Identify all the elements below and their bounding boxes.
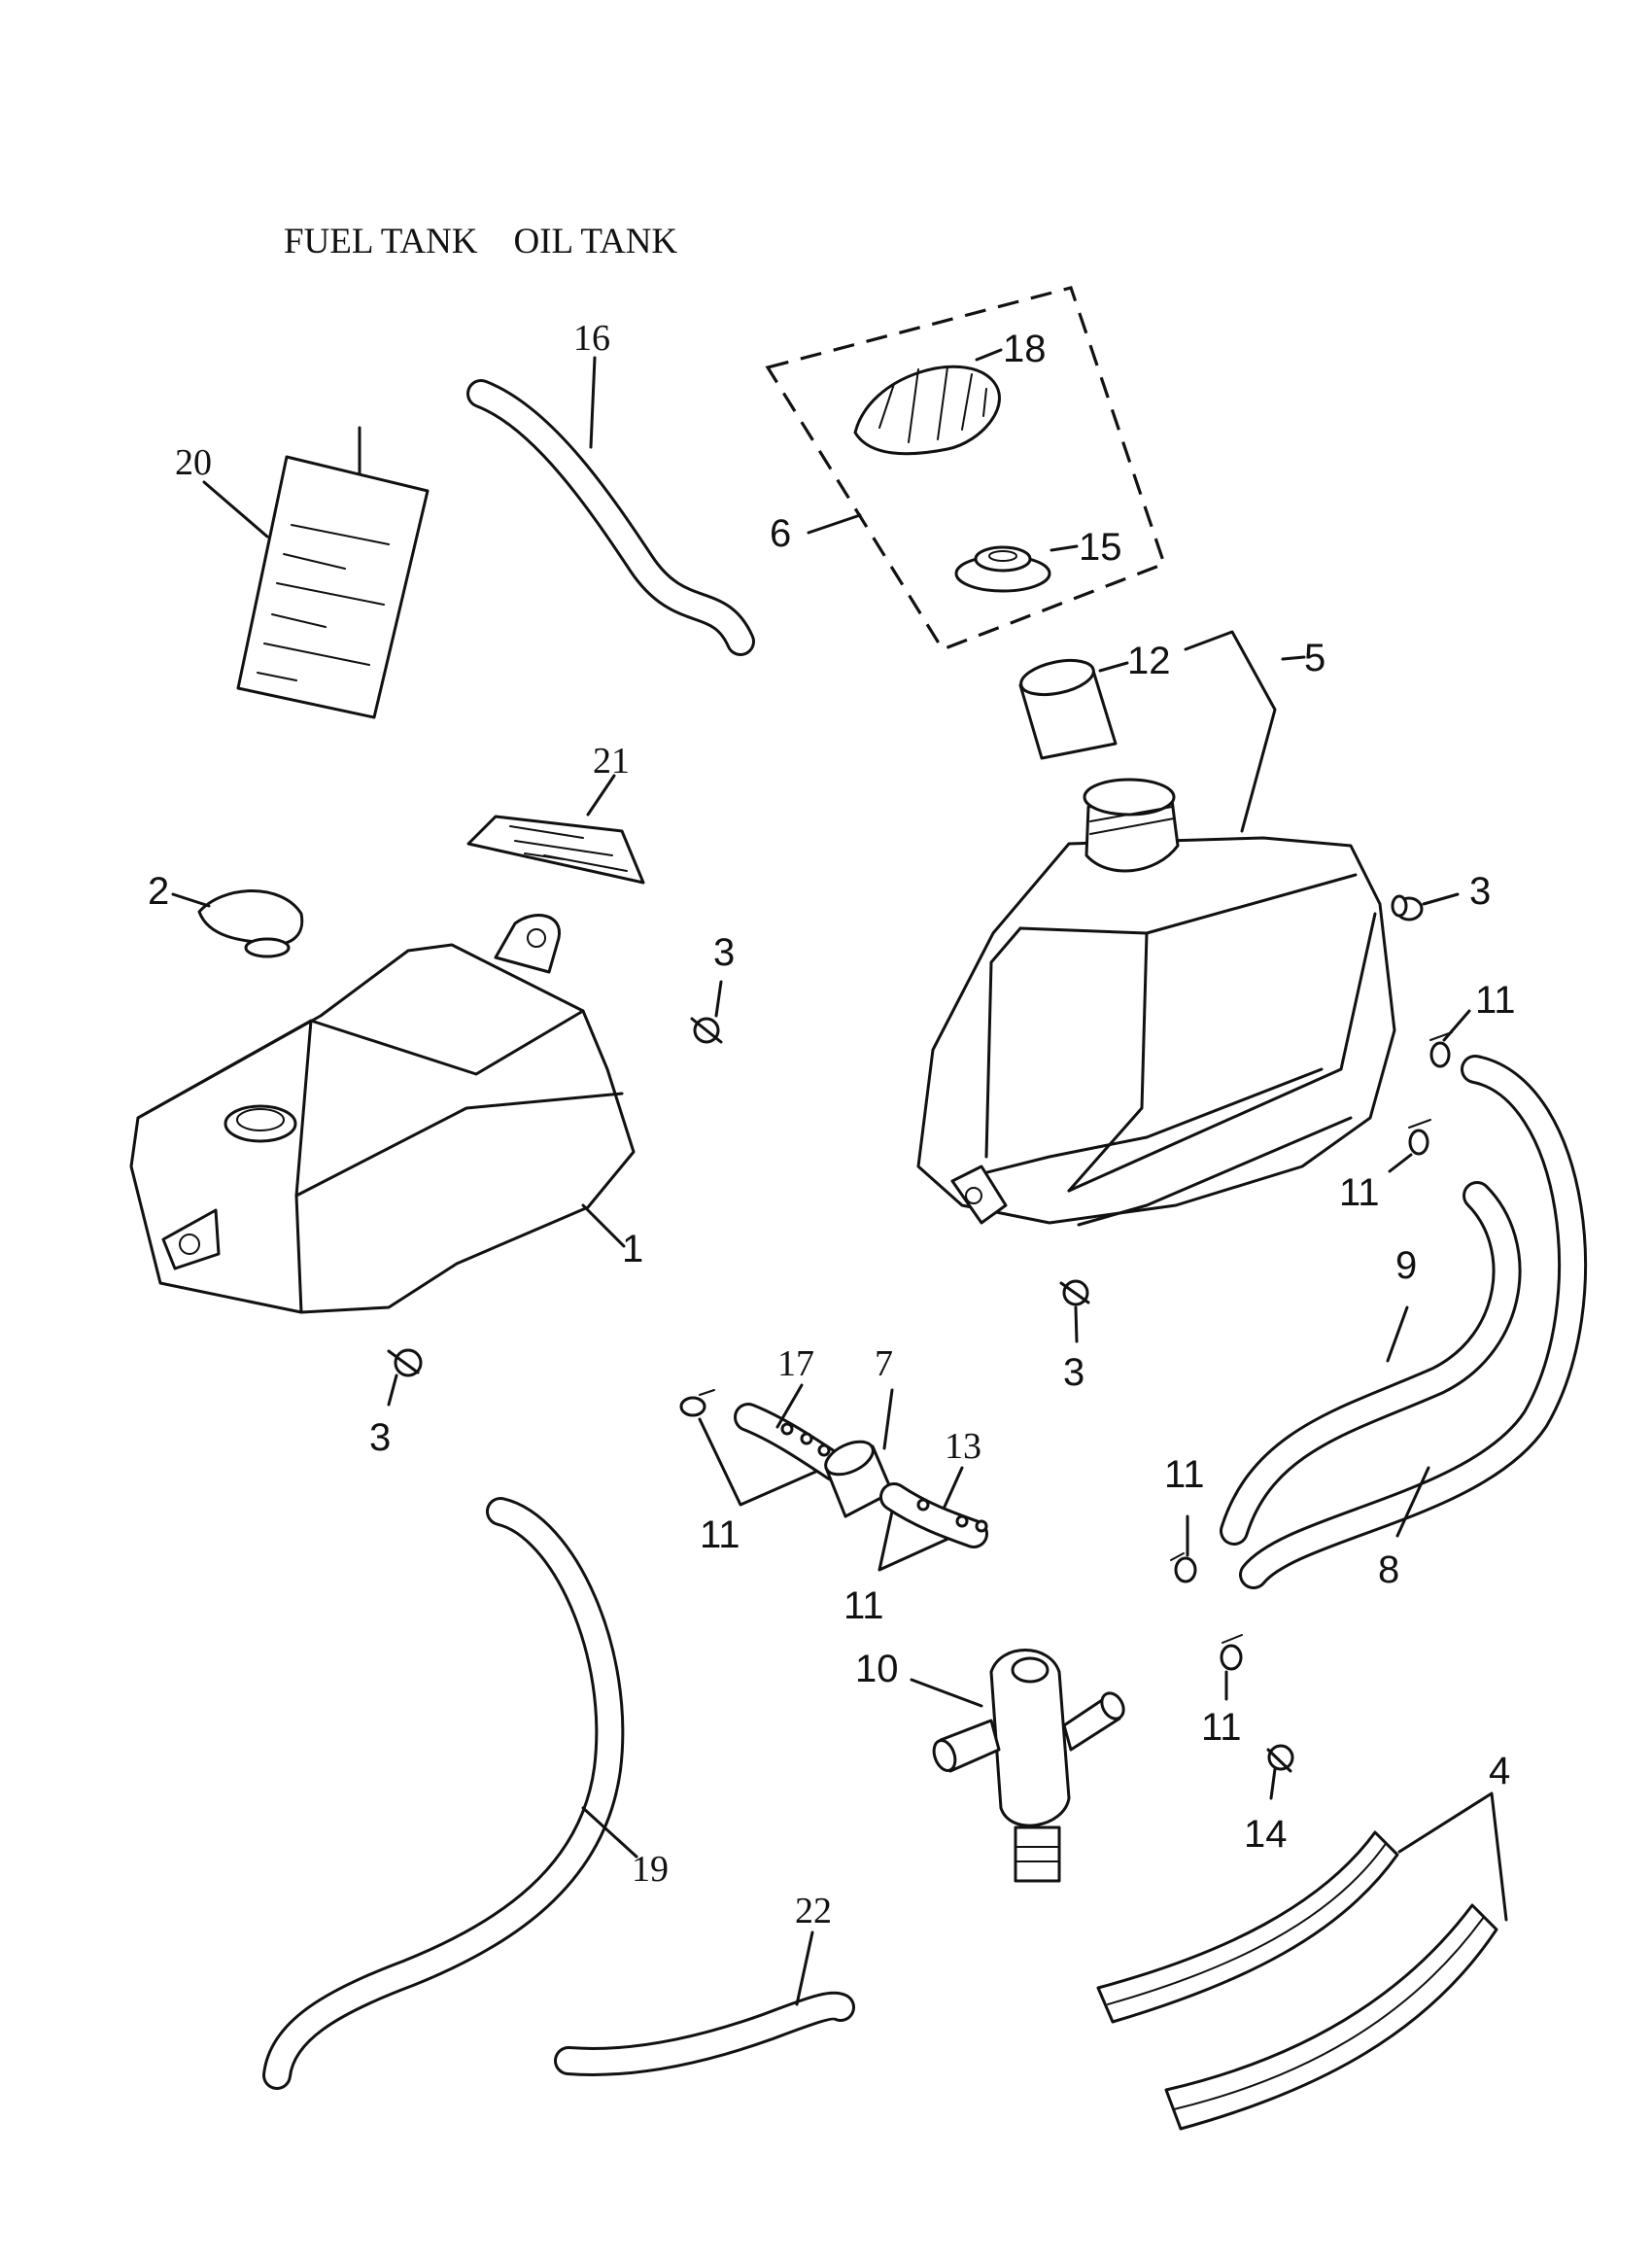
diagram-title: FUEL TANK OIL TANK — [284, 222, 677, 261]
part-10-fuel-valve — [932, 1649, 1125, 1883]
label-16: 16 — [573, 318, 610, 359]
part-5-fuel-tank — [916, 778, 1396, 1227]
part-20-tag — [236, 426, 430, 719]
label-14: 14 — [1244, 1813, 1288, 1856]
part-18-fuel-cap — [853, 365, 1001, 456]
label-8: 8 — [1378, 1548, 1399, 1591]
part-11-clip-mid-right — [1408, 1119, 1431, 1156]
leader-7 — [882, 1388, 894, 1450]
label-11-lower-right-b: 11 — [1201, 1706, 1242, 1749]
leader-17 — [775, 1383, 804, 1429]
part-3-bolt-middle — [690, 1017, 723, 1044]
part-4-rubber-strip-upper — [1096, 1830, 1399, 2024]
part-3-bolt-left-lower — [387, 1348, 423, 1377]
leader-15 — [1050, 544, 1079, 552]
part-7-fuel-filter — [824, 1440, 894, 1518]
part-17-hose — [734, 1403, 850, 1482]
label-6: 6 — [770, 512, 791, 555]
part-15-gasket — [954, 545, 1051, 593]
part-21-sticker — [466, 815, 645, 885]
leader-21 — [586, 774, 616, 817]
label-17: 17 — [777, 1343, 814, 1384]
part-4-rubber-strip-lower — [1164, 1903, 1498, 2131]
label-1: 1 — [622, 1228, 643, 1270]
leader-9 — [1386, 1305, 1409, 1363]
part-8-hose — [1239, 1055, 1588, 1589]
label-11-left-center: 11 — [700, 1513, 740, 1556]
label-3-right-upper: 3 — [1469, 870, 1491, 913]
label-4: 4 — [1489, 1750, 1510, 1792]
label-11-center: 11 — [843, 1584, 884, 1627]
part-11-clip-left-center — [679, 1389, 715, 1417]
part-9-hose — [1220, 1181, 1522, 1546]
label-9: 9 — [1395, 1244, 1417, 1287]
label-3-left-lower: 3 — [369, 1416, 391, 1459]
label-18: 18 — [1003, 328, 1047, 370]
leader-12 — [1098, 661, 1129, 673]
leader-19 — [581, 1806, 638, 1859]
label-3-lower-middle: 3 — [1063, 1351, 1084, 1394]
label-15: 15 — [1079, 526, 1122, 569]
leader-6 — [807, 513, 862, 535]
part-12-filler-tube — [1018, 658, 1118, 760]
part-3-bolt-right-upper — [1391, 894, 1424, 921]
label-3-middle: 3 — [713, 931, 735, 974]
leader-20 — [202, 480, 269, 539]
label-21: 21 — [593, 741, 630, 782]
label-11-mid-right: 11 — [1339, 1171, 1380, 1214]
leader-18 — [975, 348, 1003, 362]
label-2: 2 — [148, 870, 169, 913]
label-10: 10 — [855, 1648, 899, 1690]
part-11-clip-lower-right-a — [1170, 1552, 1197, 1583]
leader-16 — [589, 356, 597, 449]
part-11-clip-lower-right-b — [1220, 1634, 1243, 1671]
leader-1 — [581, 1203, 626, 1248]
leader-8 — [1395, 1466, 1430, 1538]
part-2-oil-cap — [197, 889, 304, 958]
part-14-bolt — [1266, 1744, 1294, 1773]
leader-2 — [171, 892, 211, 908]
part-11-clip-upper-right — [1429, 1031, 1453, 1068]
leader-22 — [795, 1930, 814, 2006]
label-19: 19 — [632, 1849, 669, 1890]
part-22-hose — [554, 1991, 855, 2076]
leader-10 — [910, 1678, 983, 1708]
label-22: 22 — [795, 1891, 832, 1931]
label-11-lower-right-a: 11 — [1164, 1453, 1205, 1496]
label-5: 5 — [1304, 637, 1325, 679]
part-1-oil-tank — [129, 914, 636, 1314]
part-3-bolt-lower-middle — [1059, 1279, 1090, 1306]
label-13: 13 — [945, 1426, 981, 1467]
label-12: 12 — [1127, 640, 1171, 682]
group-box-6 — [765, 286, 1167, 651]
leader-5 — [1184, 630, 1277, 833]
label-7: 7 — [875, 1343, 893, 1384]
label-11-upper-right: 11 — [1475, 979, 1516, 1022]
part-19-hose — [262, 1497, 625, 2090]
label-20: 20 — [175, 442, 212, 483]
part-13-hose — [879, 1482, 988, 1548]
leader-13 — [943, 1466, 964, 1509]
part-16-hose — [466, 379, 755, 656]
leader-4 — [1397, 1791, 1508, 1922]
